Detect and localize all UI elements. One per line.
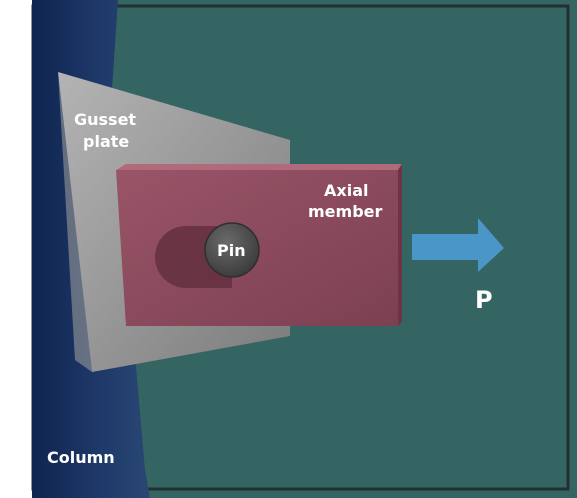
pin-label: Pin	[217, 241, 246, 260]
load-arrow-icon	[412, 218, 504, 272]
axial-member-label-line2: member	[308, 202, 383, 221]
load-label: P	[475, 286, 493, 314]
axial-member-top	[116, 164, 402, 170]
axial-member-side	[398, 164, 402, 326]
gusset-plate-label-line1: Gusset	[74, 110, 136, 129]
gusset-plate-side	[58, 72, 92, 372]
gusset-plate-label-line2: plate	[83, 132, 129, 151]
column-label: Column	[47, 448, 115, 467]
pin	[204, 222, 260, 278]
axial-member-label-line1: Axial	[324, 181, 368, 200]
